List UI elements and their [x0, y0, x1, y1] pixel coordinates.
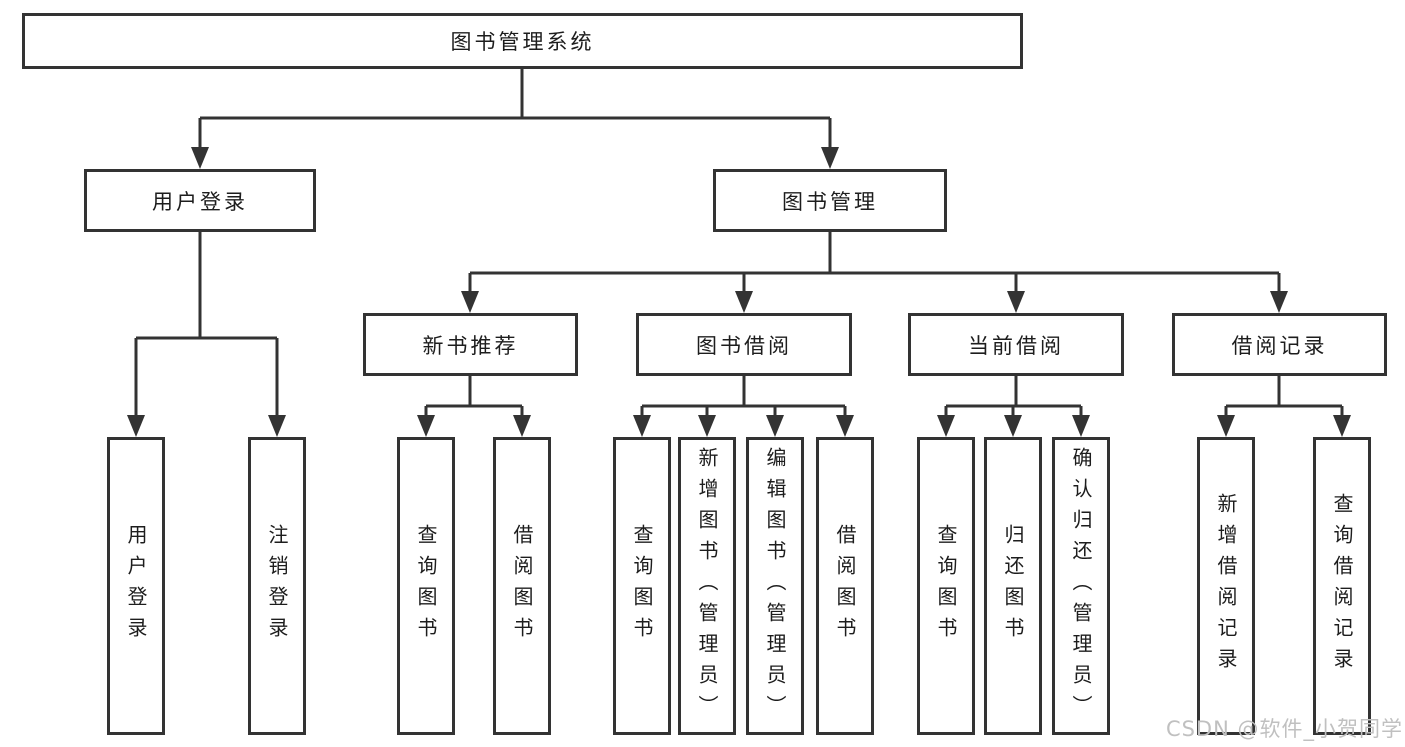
node-borrow-books-recommend: 借阅图书	[493, 437, 551, 735]
node-book-borrow: 图书借阅	[636, 313, 852, 376]
node-add-book-admin: 新增图书（管理员）	[678, 437, 736, 735]
node-edit-book-admin: 编辑图书（管理员）	[746, 437, 804, 735]
csdn-watermark: CSDN @软件_小贺同学	[1165, 717, 1403, 741]
node-user-login-branch: 用户登录	[84, 169, 316, 232]
node-confirm-return-admin: 确认归还（管理员）	[1052, 437, 1110, 735]
node-add-borrow-record: 新增借阅记录	[1197, 437, 1255, 735]
node-add-book-admin-label: 新增图书（管理员）	[695, 446, 719, 726]
node-confirm-return-admin-label: 确认归还（管理员）	[1069, 446, 1093, 726]
node-logout-leaf: 注销登录	[248, 437, 306, 735]
node-query-books-recommend: 查询图书	[397, 437, 455, 735]
node-return-book: 归还图书	[984, 437, 1042, 735]
arrowheads	[127, 147, 1351, 437]
node-query-borrow-record-label: 查询借阅记录	[1330, 493, 1354, 679]
node-add-borrow-record-label: 新增借阅记录	[1214, 493, 1238, 679]
node-return-book-label: 归还图书	[1001, 524, 1025, 648]
node-book-management: 图书管理	[713, 169, 947, 232]
node-query-books-current-label: 查询图书	[934, 524, 958, 648]
node-logout-leaf-label: 注销登录	[265, 524, 289, 648]
node-borrow-books-recommend-label: 借阅图书	[510, 524, 534, 648]
node-user-login-leaf: 用户登录	[107, 437, 165, 735]
node-borrow-records: 借阅记录	[1172, 313, 1387, 376]
node-query-books-current: 查询图书	[917, 437, 975, 735]
node-query-books-borrow: 查询图书	[613, 437, 671, 735]
node-query-books-borrow-label: 查询图书	[630, 524, 654, 648]
node-borrow-books-leaf-label: 借阅图书	[833, 524, 857, 648]
node-new-book-recommend: 新书推荐	[363, 313, 578, 376]
node-edit-book-admin-label: 编辑图书（管理员）	[763, 446, 787, 726]
node-library-system: 图书管理系统	[22, 13, 1023, 69]
node-query-books-recommend-label: 查询图书	[414, 524, 438, 648]
node-current-borrow: 当前借阅	[908, 313, 1124, 376]
node-query-borrow-record: 查询借阅记录	[1313, 437, 1371, 735]
node-user-login-leaf-label: 用户登录	[124, 524, 148, 648]
node-borrow-books-leaf: 借阅图书	[816, 437, 874, 735]
